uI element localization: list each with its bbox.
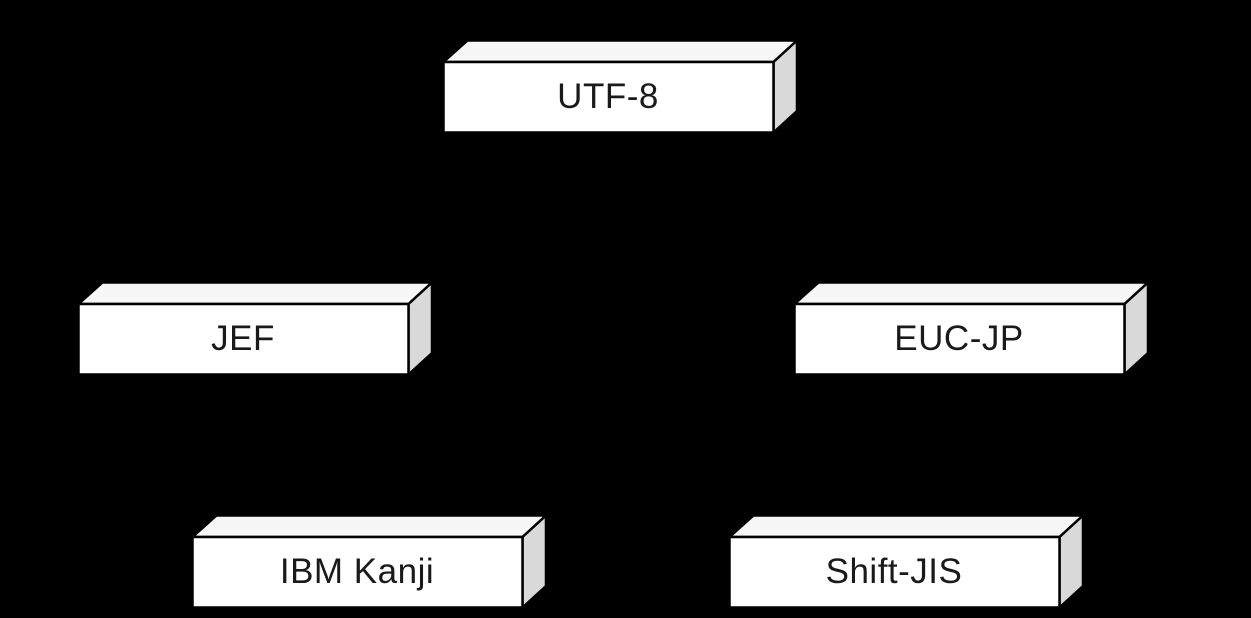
cube-3d-shape <box>77 281 433 376</box>
node-utf-8: UTF-8 <box>442 39 798 134</box>
cube-3d-shape <box>728 514 1084 609</box>
cube-3d-shape <box>793 281 1149 376</box>
node-euc-jp: EUC-JP <box>793 281 1149 376</box>
node-shift-jis: Shift-JIS <box>728 514 1084 609</box>
cube-3d-shape <box>191 514 547 609</box>
node-ibm-kanji: IBM Kanji <box>191 514 547 609</box>
cube-3d-shape <box>442 39 798 134</box>
node-jef: JEF <box>77 281 433 376</box>
